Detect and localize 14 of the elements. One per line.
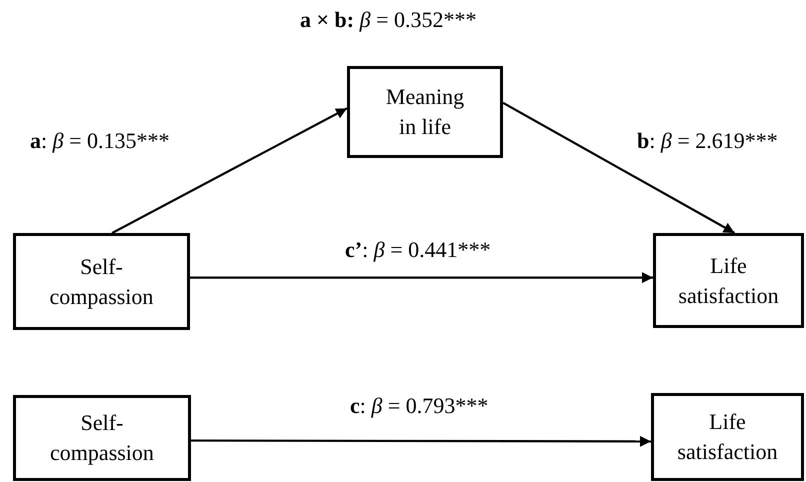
variable-label: Life satisfaction bbox=[677, 252, 780, 310]
variable-box bbox=[651, 393, 804, 481]
variable-label: Meaning in life bbox=[384, 83, 466, 141]
variable-label: Self-compassion bbox=[49, 409, 155, 467]
arrow bbox=[191, 436, 651, 447]
variable-box bbox=[13, 233, 190, 330]
variable-box bbox=[653, 233, 804, 328]
arrow bbox=[502, 102, 736, 234]
arrow bbox=[112, 107, 348, 234]
variable-label: Life satisfaction bbox=[676, 408, 779, 466]
variable-box bbox=[13, 395, 191, 481]
variable-box bbox=[347, 66, 503, 158]
arrow bbox=[190, 272, 653, 284]
variable-label: Self-compassion bbox=[48, 252, 154, 311]
